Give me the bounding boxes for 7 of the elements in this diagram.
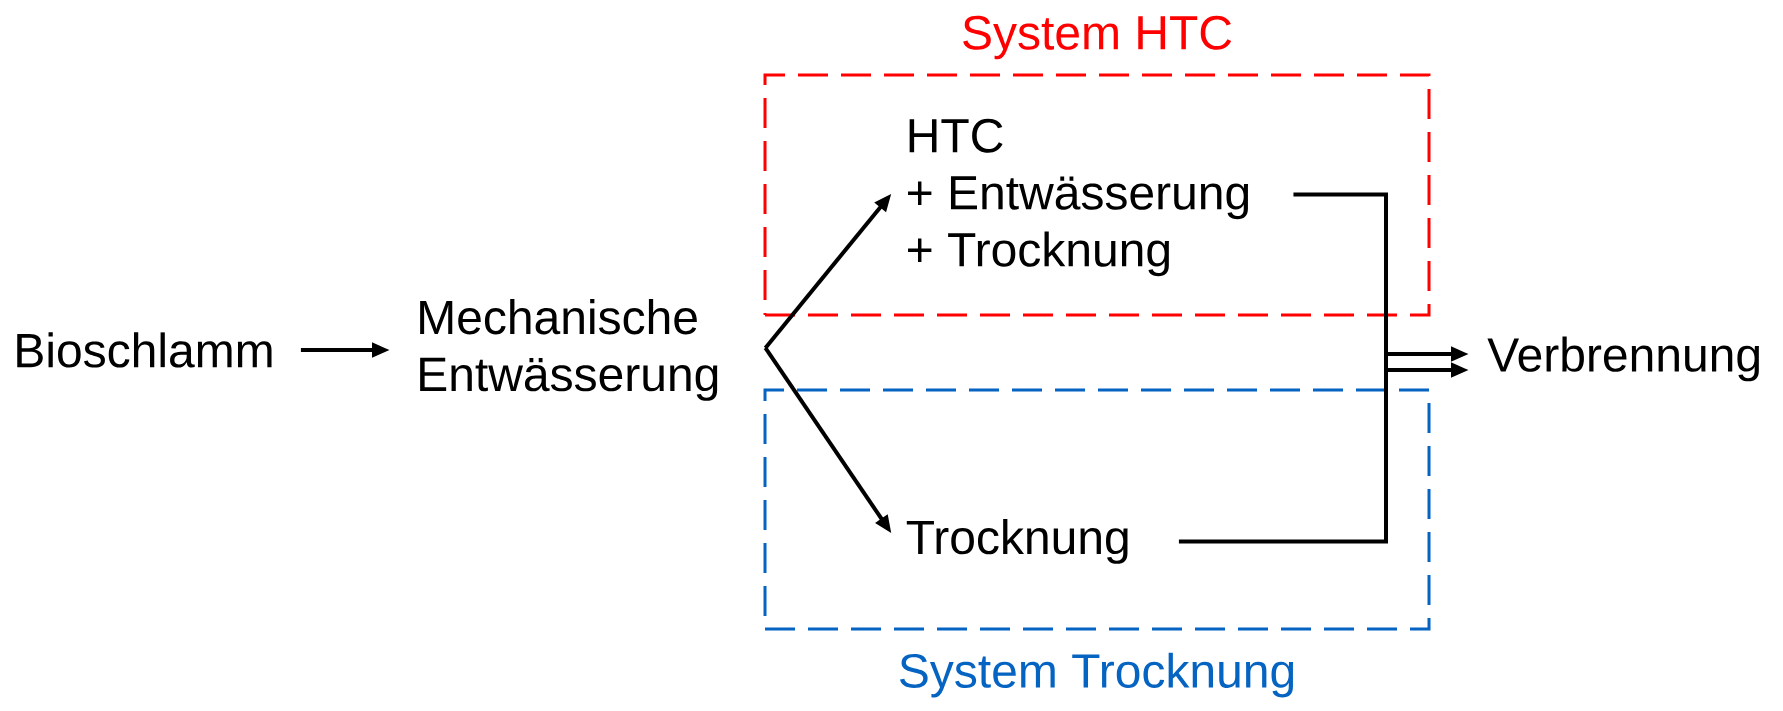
node-label: System HTC [963,15,1232,60]
process-label: HTC + Entwässerung + Trocknung [908,118,1249,277]
process-label: Trocknung [906,519,1128,564]
process-label: Bioschlamm [17,332,272,368]
process-label: Mechanische Entwässerung [420,299,718,401]
node-label: System Trocknung [900,652,1294,698]
process-label: Verbrennung [1487,336,1759,382]
